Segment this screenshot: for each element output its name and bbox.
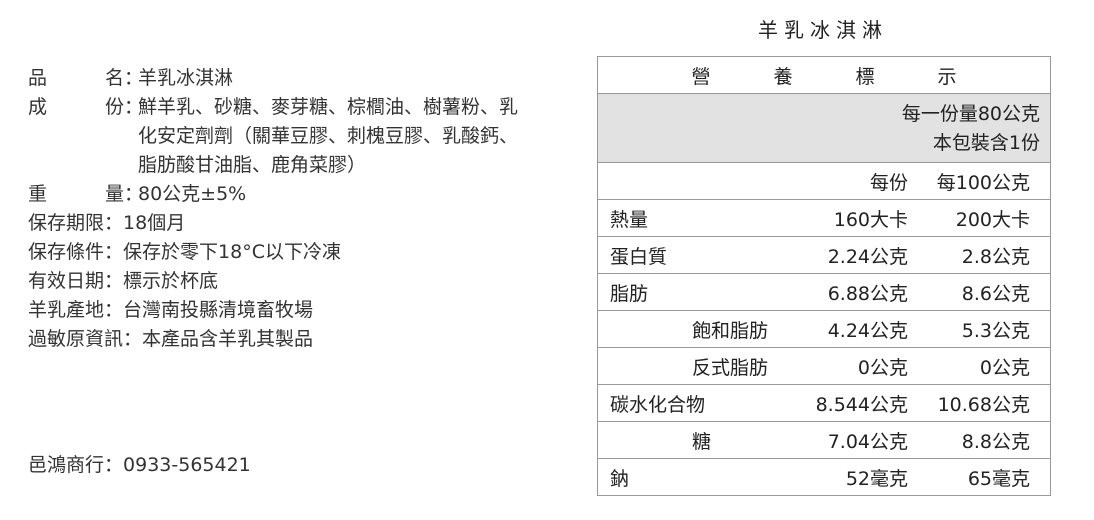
colon: ： — [104, 241, 124, 263]
nutrient-name: 脂肪 — [610, 282, 649, 305]
per-serving-value: 52毫克 — [845, 467, 908, 490]
per-100g-value: 8.6公克 — [961, 282, 1030, 305]
company-phone: 0933-565421 — [123, 454, 251, 476]
servings-per-package: 本包裝含1份 — [932, 132, 1040, 154]
weight-value: 80公克±5% — [138, 183, 247, 205]
header-char: 養 — [773, 65, 793, 88]
info-label: 有效日期： — [28, 267, 123, 296]
column-header-per-serving: 每份 — [869, 171, 908, 194]
per-100g-value: 0公克 — [979, 356, 1030, 379]
colon: ： — [123, 328, 143, 350]
nutrition-product-title: 羊乳冰淇淋 — [758, 18, 888, 42]
table-row: 熱量 160大卡 200大卡 — [598, 200, 1050, 237]
info-row-origin: 羊乳產地： 台灣南投縣清境畜牧場 — [28, 296, 528, 325]
serving-info: 每一份量80公克 本包裝含1份 — [598, 94, 1050, 163]
table-row: 鈉 52毫克 65毫克 — [598, 459, 1050, 495]
info-row-allergen: 過敏原資訊： 本產品含羊乳其製品 — [28, 325, 528, 354]
label-text: 保存期限 — [28, 212, 105, 234]
colon: ： — [124, 183, 144, 205]
table-row: 反式脂肪 0公克 0公克 — [598, 348, 1050, 385]
per-100g-value: 8.8公克 — [961, 430, 1030, 453]
per-serving-value: 7.04公克 — [827, 430, 908, 453]
table-row: 脂肪 6.88公克 8.6公克 — [598, 274, 1050, 311]
label-char: 份 — [104, 96, 124, 118]
info-row-shelf-life: 保存期限： 18個月 — [28, 209, 528, 238]
label-text: 過敏原資訊 — [28, 328, 124, 350]
table-row: 糖 7.04公克 8.8公克 — [598, 422, 1050, 459]
serving-size: 每一份量80公克 — [901, 103, 1040, 125]
per-serving-value: 2.24公克 — [827, 245, 908, 268]
storage-value: 保存於零下18°C以下冷凍 — [123, 241, 341, 263]
header-char: 示 — [937, 65, 957, 88]
header-char: 營 — [691, 65, 711, 88]
per-serving-value: 8.544公克 — [815, 393, 908, 416]
nutrition-table: 營 養 標 示 每一份量80公克 本包裝含1份 每份 每100公克 熱量 160… — [597, 56, 1051, 496]
table-row: 蛋白質 2.24公克 2.8公克 — [598, 237, 1050, 274]
nutrient-name: 碳水化合物 — [610, 393, 706, 416]
label-char: 名 — [104, 67, 124, 89]
company-name: 邑鴻商行 — [28, 454, 105, 476]
header-char: 標 — [855, 65, 875, 88]
column-headers: 每份 每100公克 — [598, 163, 1050, 200]
nutrient-name: 反式脂肪 — [692, 356, 769, 379]
per-100g-value: 2.8公克 — [961, 245, 1030, 268]
label-char: 重 — [28, 183, 48, 205]
product-name-value: 羊乳冰淇淋 — [138, 67, 234, 89]
per-100g-value: 10.68公克 — [937, 393, 1030, 416]
nutrition-rows: 熱量 160大卡 200大卡 蛋白質 2.24公克 2.8公克 脂肪 6.88公… — [598, 200, 1050, 495]
per-100g-value: 65毫克 — [967, 467, 1030, 490]
nutrient-name: 熱量 — [610, 208, 649, 231]
colon: ： — [124, 67, 144, 89]
info-label: 保存期限： — [28, 209, 123, 238]
label-text: 有效日期 — [28, 270, 105, 292]
table-row: 飽和脂肪 4.24公克 5.3公克 — [598, 311, 1050, 348]
label-text: 保存條件 — [28, 241, 105, 263]
origin-value: 台灣南投縣清境畜牧場 — [123, 299, 314, 321]
label-text: 羊乳產地 — [28, 299, 105, 321]
expiry-value: 標示於杯底 — [123, 270, 219, 292]
nutrition-header: 營 養 標 示 — [598, 57, 1050, 94]
nutrient-name: 鈉 — [610, 467, 630, 490]
label-char: 品 — [28, 67, 48, 89]
info-label: 重 量 ： — [28, 180, 144, 209]
nutrient-name: 糖 — [692, 430, 712, 453]
info-label: 品 名 ： — [28, 64, 144, 93]
colon: ： — [124, 96, 144, 118]
product-info: 品 名 ： 羊乳冰淇淋 成 份 ： 鮮羊乳、砂糖、麥芽糖、棕櫚油、樹薯粉、乳化安定劑… — [28, 64, 528, 354]
info-row-storage: 保存條件： 保存於零下18°C以下冷凍 — [28, 238, 528, 267]
info-row-weight: 重 量 ： 80公克±5% — [28, 180, 528, 209]
info-label: 過敏原資訊： — [28, 325, 142, 354]
colon: ： — [104, 212, 124, 234]
shelf-life-value: 18個月 — [123, 212, 186, 234]
info-row-expiry: 有效日期： 標示於杯底 — [28, 267, 528, 296]
table-row: 碳水化合物 8.544公克 10.68公克 — [598, 385, 1050, 422]
per-100g-value: 5.3公克 — [961, 319, 1030, 342]
per-100g-value: 200大卡 — [955, 208, 1030, 231]
label-char: 成 — [28, 96, 48, 118]
colon: ： — [104, 454, 124, 476]
allergen-value: 本產品含羊乳其製品 — [142, 328, 314, 350]
info-row-name: 品 名 ： 羊乳冰淇淋 — [28, 64, 528, 93]
ingredients-value: 鮮羊乳、砂糖、麥芽糖、棕櫚油、樹薯粉、乳化安定劑劑（關華豆膠、刺槐豆膠、乳酸鈣、… — [138, 96, 519, 176]
colon: ： — [104, 299, 124, 321]
per-serving-value: 160大卡 — [833, 208, 908, 231]
company-contact: 邑鴻商行：0933-565421 — [28, 450, 251, 477]
info-row-ingredients: 成 份 ： 鮮羊乳、砂糖、麥芽糖、棕櫚油、樹薯粉、乳化安定劑劑（關華豆膠、刺槐豆膠… — [28, 93, 528, 180]
per-serving-value: 0公克 — [857, 356, 908, 379]
nutrient-name: 蛋白質 — [610, 245, 668, 268]
info-label: 羊乳產地： — [28, 296, 123, 325]
info-label: 成 份 ： — [28, 93, 144, 180]
info-label: 保存條件： — [28, 238, 123, 267]
label-char: 量 — [104, 183, 124, 205]
per-serving-value: 4.24公克 — [827, 319, 908, 342]
colon: ： — [104, 270, 124, 292]
column-header-per-100g: 每100公克 — [936, 171, 1030, 194]
nutrient-name: 飽和脂肪 — [692, 319, 769, 342]
per-serving-value: 6.88公克 — [827, 282, 908, 305]
